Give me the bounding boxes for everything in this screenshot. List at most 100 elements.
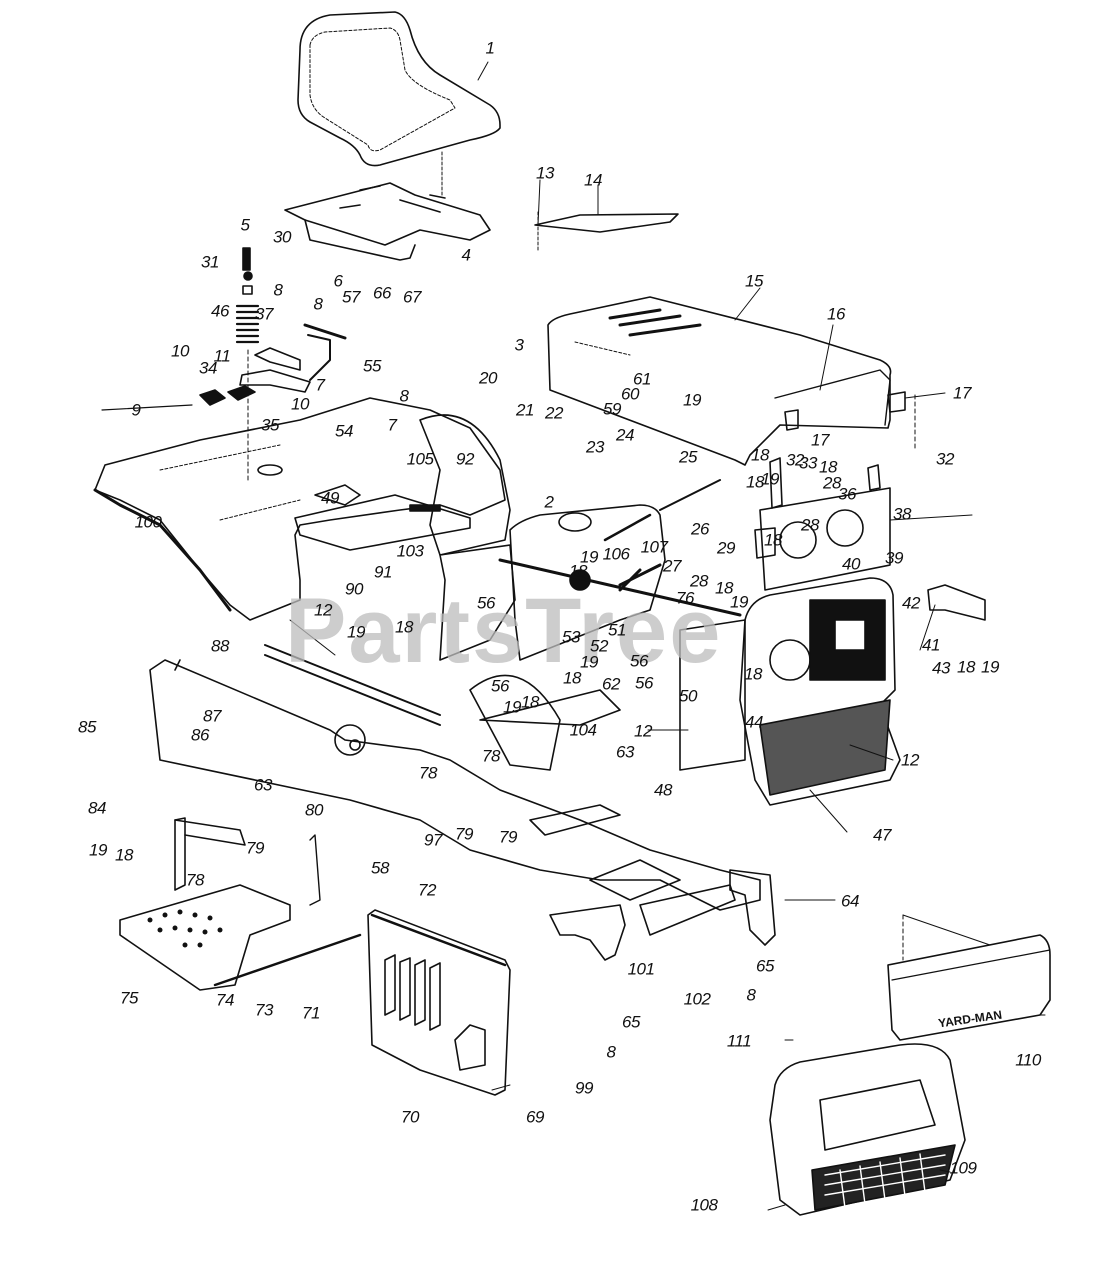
callout-12a[interactable]: 12 bbox=[314, 600, 332, 620]
callout-99[interactable]: 99 bbox=[575, 1078, 593, 1098]
callout-8b[interactable]: 8 bbox=[313, 294, 323, 314]
callout-31[interactable]: 31 bbox=[201, 252, 219, 272]
callout-12b[interactable]: 12 bbox=[634, 721, 652, 741]
callout-91[interactable]: 91 bbox=[374, 562, 392, 582]
callout-18a[interactable]: 18 bbox=[751, 445, 769, 465]
part-front-brackets[interactable] bbox=[549, 869, 776, 961]
callout-102[interactable]: 102 bbox=[683, 989, 711, 1009]
callout-37[interactable]: 37 bbox=[255, 304, 273, 324]
callout-19d[interactable]: 19 bbox=[730, 592, 748, 612]
part-seat-latch-brackets[interactable] bbox=[101, 323, 347, 411]
part-seat-plate[interactable] bbox=[294, 484, 471, 551]
callout-80[interactable]: 80 bbox=[305, 800, 323, 820]
callout-57[interactable]: 57 bbox=[342, 287, 360, 307]
callout-111[interactable]: 111 bbox=[726, 1031, 752, 1051]
callout-55[interactable]: 55 bbox=[363, 356, 381, 376]
callout-32b[interactable]: 32 bbox=[936, 449, 954, 469]
callout-46[interactable]: 46 bbox=[211, 301, 229, 321]
part-main-frame[interactable] bbox=[149, 644, 761, 911]
callout-35[interactable]: 35 bbox=[261, 415, 279, 435]
callout-10a[interactable]: 10 bbox=[171, 341, 189, 361]
part-side-cover[interactable] bbox=[367, 909, 511, 1096]
callout-90[interactable]: 90 bbox=[345, 579, 363, 599]
callout-18i[interactable]: 18 bbox=[744, 664, 762, 684]
callout-19f[interactable]: 19 bbox=[580, 652, 598, 672]
callout-25[interactable]: 25 bbox=[679, 447, 697, 467]
callout-19h[interactable]: 19 bbox=[503, 697, 521, 717]
callout-22[interactable]: 22 bbox=[545, 403, 563, 423]
callout-44[interactable]: 44 bbox=[745, 712, 763, 732]
callout-34[interactable]: 34 bbox=[199, 358, 217, 378]
callout-75[interactable]: 75 bbox=[120, 988, 138, 1008]
callout-62[interactable]: 62 bbox=[602, 674, 620, 694]
callout-10b[interactable]: 10 bbox=[291, 394, 309, 414]
callout-92[interactable]: 92 bbox=[456, 449, 474, 469]
callout-24[interactable]: 24 bbox=[616, 425, 634, 445]
callout-47[interactable]: 47 bbox=[873, 825, 891, 845]
callout-79a[interactable]: 79 bbox=[455, 824, 473, 844]
callout-28c[interactable]: 28 bbox=[690, 571, 708, 591]
callout-28a[interactable]: 28 bbox=[823, 473, 841, 493]
callout-56e[interactable]: 56 bbox=[491, 676, 509, 696]
callout-74[interactable]: 74 bbox=[216, 990, 234, 1010]
callout-19c[interactable]: 19 bbox=[580, 547, 598, 567]
callout-97[interactable]: 97 bbox=[424, 830, 442, 850]
callout-20[interactable]: 20 bbox=[479, 368, 497, 388]
callout-32a[interactable]: 32 bbox=[786, 450, 804, 470]
callout-56c[interactable]: 56 bbox=[635, 673, 653, 693]
callout-104[interactable]: 104 bbox=[569, 720, 597, 740]
callout-7a[interactable]: 7 bbox=[315, 375, 325, 395]
callout-28b[interactable]: 28 bbox=[801, 515, 819, 535]
callout-39[interactable]: 39 bbox=[885, 548, 903, 568]
callout-109[interactable]: 109 bbox=[949, 1158, 977, 1178]
callout-19b[interactable]: 19 bbox=[761, 469, 779, 489]
callout-18b[interactable]: 18 bbox=[819, 457, 837, 477]
callout-27[interactable]: 27 bbox=[663, 556, 681, 576]
callout-17a[interactable]: 17 bbox=[953, 383, 971, 403]
callout-58[interactable]: 58 bbox=[371, 858, 389, 878]
callout-60[interactable]: 60 bbox=[621, 384, 639, 404]
part-front-grille[interactable] bbox=[769, 1043, 966, 1216]
callout-43[interactable]: 43 bbox=[932, 658, 950, 678]
callout-16[interactable]: 16 bbox=[827, 304, 845, 324]
callout-12c[interactable]: 12 bbox=[901, 750, 919, 770]
callout-18d[interactable]: 18 bbox=[764, 530, 782, 550]
callout-26[interactable]: 26 bbox=[691, 519, 709, 539]
callout-19i[interactable]: 19 bbox=[89, 840, 107, 860]
callout-2[interactable]: 2 bbox=[544, 492, 554, 512]
callout-18f[interactable]: 18 bbox=[715, 578, 733, 598]
callout-70[interactable]: 70 bbox=[401, 1107, 419, 1127]
callout-49[interactable]: 49 bbox=[321, 488, 339, 508]
callout-103[interactable]: 103 bbox=[396, 541, 424, 561]
callout-78a[interactable]: 78 bbox=[419, 763, 437, 783]
callout-42[interactable]: 42 bbox=[902, 593, 920, 613]
callout-63b[interactable]: 63 bbox=[254, 775, 272, 795]
callout-56b[interactable]: 56 bbox=[630, 651, 648, 671]
callout-67[interactable]: 67 bbox=[403, 287, 421, 307]
callout-85[interactable]: 85 bbox=[78, 717, 96, 737]
callout-5[interactable]: 5 bbox=[240, 215, 250, 235]
callout-65b[interactable]: 65 bbox=[756, 956, 774, 976]
callout-8d[interactable]: 8 bbox=[606, 1042, 616, 1062]
part-hood-nose[interactable] bbox=[887, 914, 1051, 1041]
callout-13[interactable]: 13 bbox=[536, 163, 554, 183]
callout-8a[interactable]: 8 bbox=[273, 280, 283, 300]
callout-30[interactable]: 30 bbox=[273, 227, 291, 247]
callout-106[interactable]: 106 bbox=[602, 544, 630, 564]
part-seat-spring-stack[interactable] bbox=[235, 247, 260, 481]
callout-48[interactable]: 48 bbox=[654, 780, 672, 800]
part-decal-strip[interactable] bbox=[534, 213, 679, 233]
callout-18l[interactable]: 18 bbox=[115, 845, 133, 865]
callout-86[interactable]: 86 bbox=[191, 725, 209, 745]
part-seat-bracket[interactable] bbox=[284, 151, 491, 261]
callout-51[interactable]: 51 bbox=[608, 620, 626, 640]
callout-6[interactable]: 6 bbox=[333, 271, 343, 291]
part-bracket-41[interactable] bbox=[927, 584, 986, 621]
callout-17b[interactable]: 17 bbox=[811, 430, 829, 450]
callout-18k[interactable]: 18 bbox=[521, 692, 539, 712]
callout-36[interactable]: 36 bbox=[838, 484, 856, 504]
callout-64[interactable]: 64 bbox=[841, 891, 859, 911]
part-grille-housing[interactable] bbox=[739, 577, 901, 806]
callout-76[interactable]: 76 bbox=[676, 588, 694, 608]
callout-88[interactable]: 88 bbox=[211, 636, 229, 656]
